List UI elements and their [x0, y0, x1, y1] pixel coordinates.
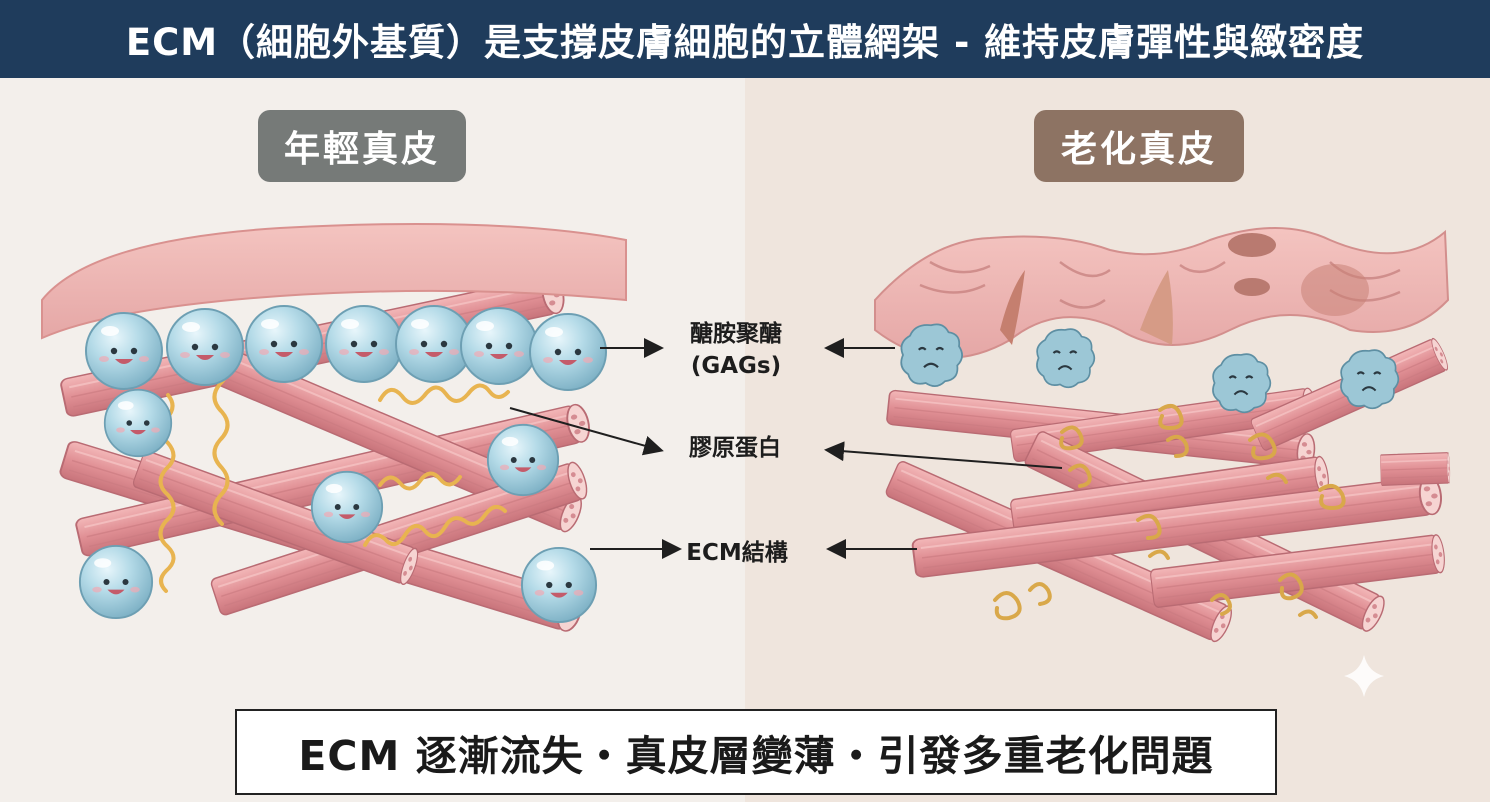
young-dermis-title: 年輕真皮 — [258, 110, 466, 182]
aged-wrinkle-furrow — [1000, 270, 1025, 345]
collagen-label: 膠原蛋白 — [689, 435, 781, 461]
arrow-right-icon — [509, 407, 664, 456]
sparkle-icon — [1344, 655, 1384, 697]
page-title: ECM（細胞外基質）是支撐皮膚細胞的立體網架 - 維持皮膚彈性與緻密度 — [125, 21, 1365, 64]
young-epidermis-slab — [41, 223, 627, 340]
aged-spot — [1301, 264, 1369, 316]
aged-wrinkle-furrow — [1140, 270, 1173, 345]
ecm-structure-label: ECM結構 — [686, 540, 788, 566]
gags-label-abbr: (GAGs) — [690, 353, 782, 379]
aged-dermis-title: 老化真皮 — [1034, 110, 1244, 182]
aged-broken-elastin — [993, 403, 1346, 621]
summary-text: ECM 逐漸流失・真皮層變薄・引發多重老化問題 — [298, 732, 1214, 780]
summary-box: ECM 逐漸流失・真皮層變薄・引發多重老化問題 — [235, 709, 1277, 795]
label-arrows — [509, 338, 1063, 559]
gags-label: 醣胺聚醣 (GAGs) — [676, 318, 796, 382]
arrow-left-icon — [824, 441, 1063, 469]
aged-pore — [1228, 233, 1276, 257]
gags-label-name: 醣胺聚醣 — [690, 321, 782, 347]
aged-pore — [1234, 278, 1270, 296]
title-banner: ECM（細胞外基質）是支撐皮膚細胞的立體網架 - 維持皮膚彈性與緻密度 — [0, 0, 1490, 78]
